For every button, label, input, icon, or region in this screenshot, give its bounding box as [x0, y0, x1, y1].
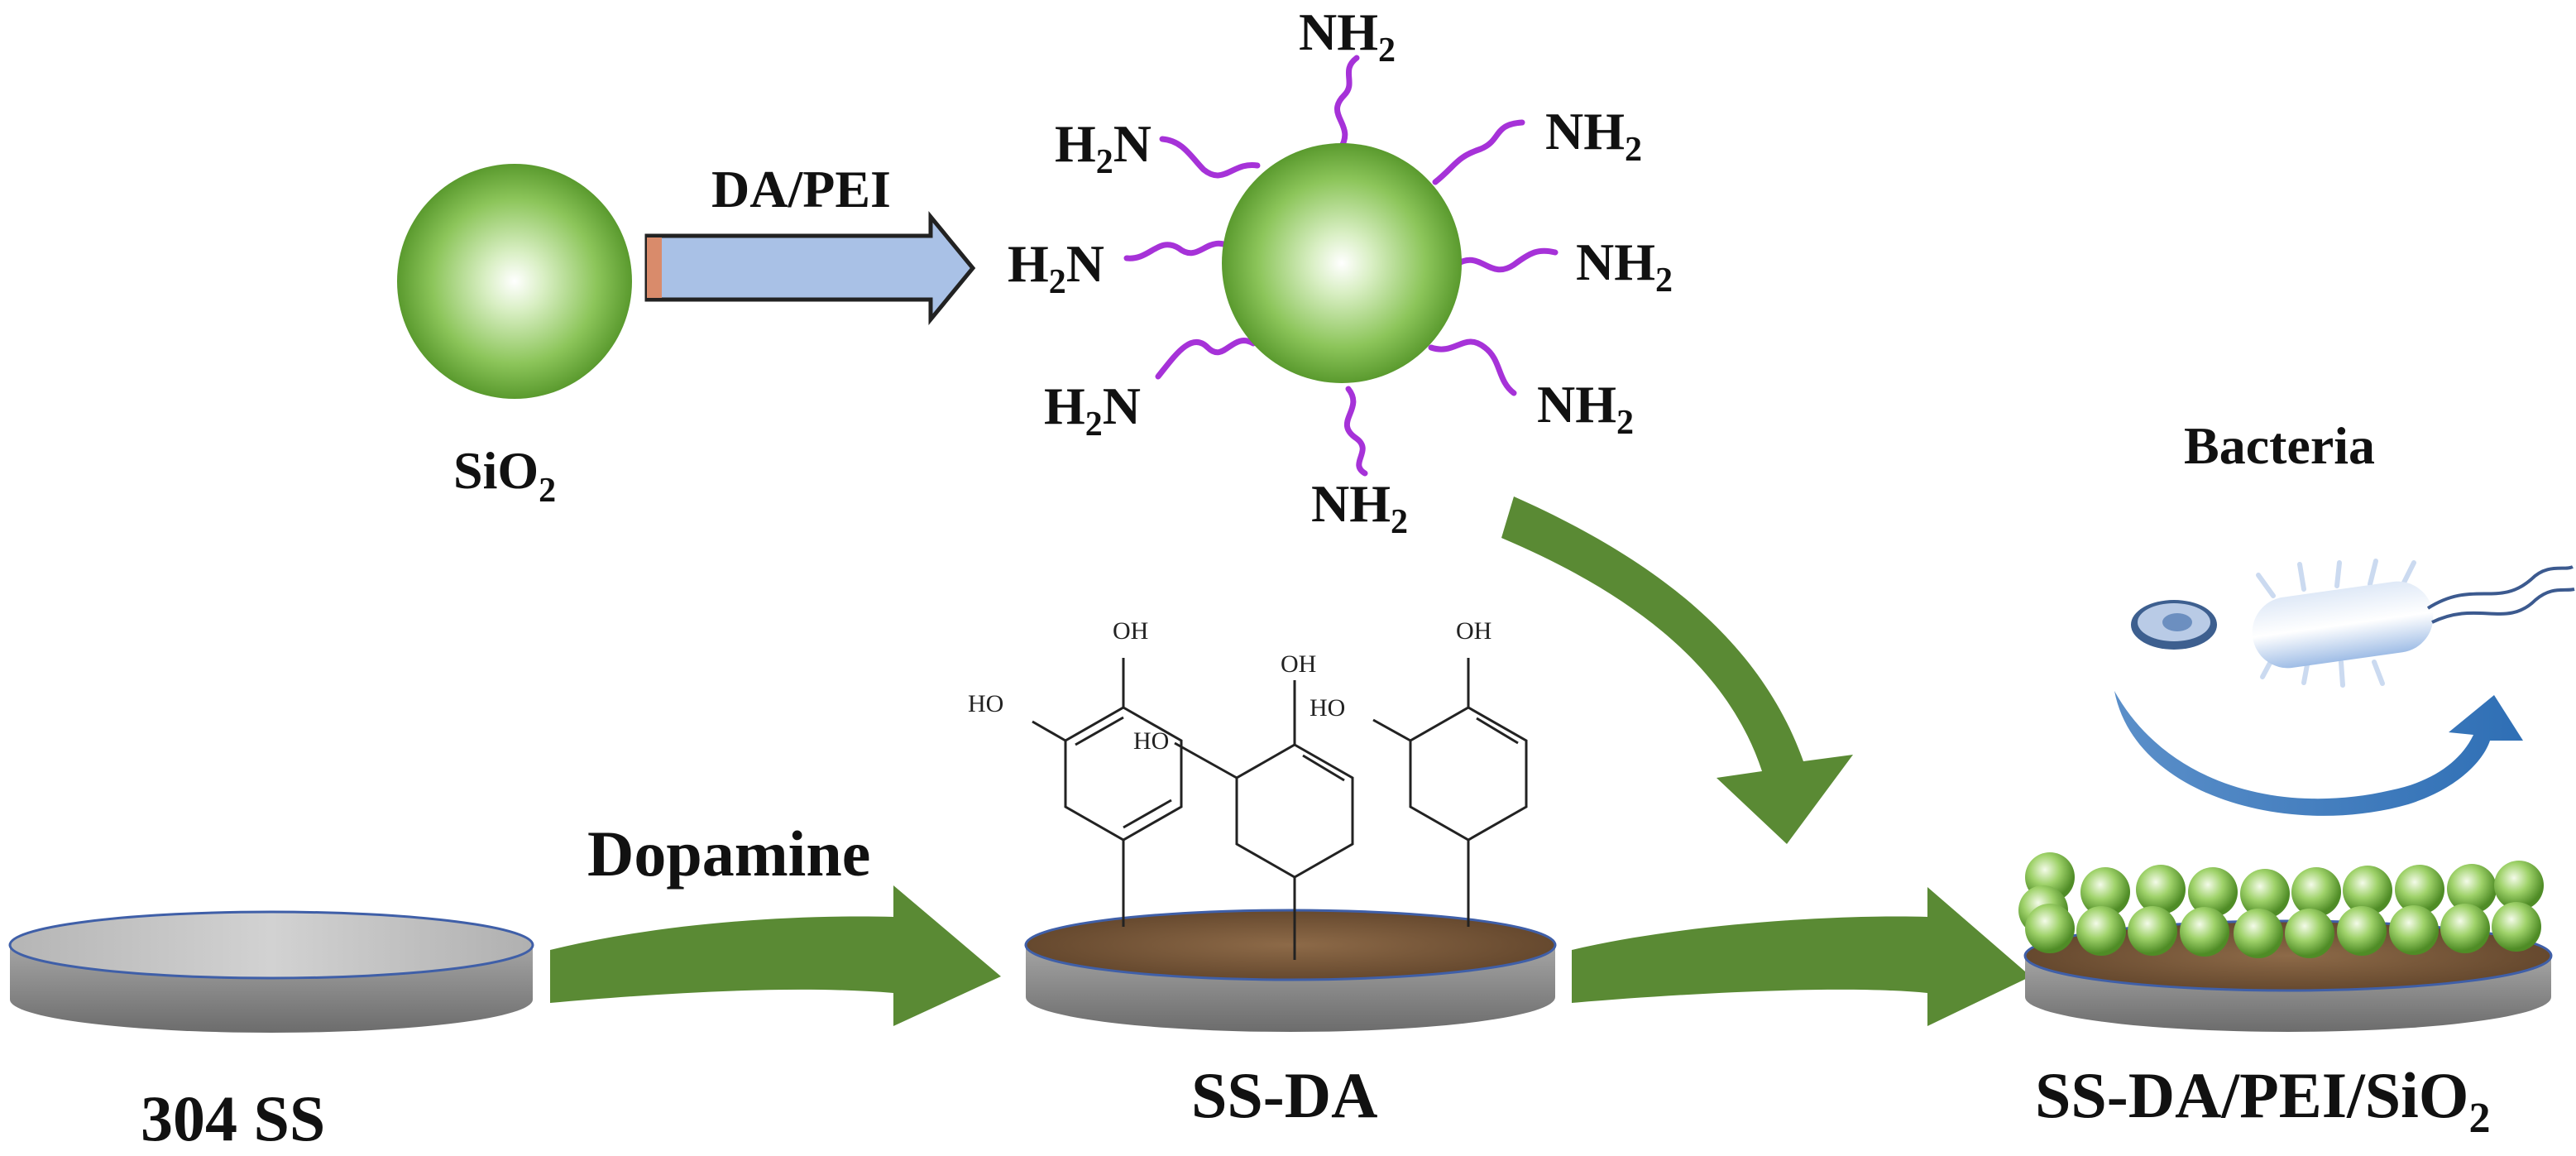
modified-sphere-icon: [1222, 143, 1462, 383]
da-pei-arrow: [644, 211, 976, 325]
coating-arrow-down: [1501, 496, 1853, 844]
nh2-lower-right: NH2: [1537, 375, 1634, 442]
oh-label-3: OH: [1456, 617, 1491, 645]
nh2-top: NH2: [1299, 2, 1396, 70]
dopamine-arrow: [550, 885, 1001, 1026]
oh-label-2: OH: [1281, 650, 1316, 678]
coating-arrow-right: [1572, 887, 2031, 1026]
silica-sphere-icon: [397, 164, 632, 399]
nh2-right: NH2: [1576, 233, 1673, 300]
h2n-upper-left: H2N: [1055, 114, 1152, 181]
oh-label-1: OH: [1113, 617, 1148, 645]
substrate-label-final: SS-DA/PEI/SiO2: [2035, 1059, 2490, 1142]
substrate-label-304ss: 304 SS: [141, 1082, 325, 1152]
dopamine-label: Dopamine: [587, 818, 870, 890]
bacteria-label: Bacteria: [2184, 416, 2375, 475]
h2n-left: H2N: [1008, 234, 1104, 301]
nh2-upper-right: NH2: [1545, 102, 1642, 169]
curved-repel-arrow-icon: [2114, 691, 2523, 816]
h2n-lower-left: H2N: [1044, 377, 1141, 444]
spore-cell-icon: [2131, 600, 2217, 650]
nh2-bottom: NH2: [1311, 474, 1408, 541]
functionalized-sphere: [1123, 55, 1559, 477]
da-pei-label: DA/PEI: [711, 160, 891, 218]
ho-label-2: HO: [1133, 727, 1169, 755]
ho-label-1: HO: [968, 690, 1003, 717]
sio2-label: SiO2: [453, 441, 556, 510]
rod-bacterium-icon: [2252, 559, 2575, 688]
dopamine-molecules: [1032, 658, 1528, 960]
ho-label-3: HO: [1310, 694, 1345, 722]
pei-chains: [1123, 55, 1559, 477]
disk-304ss: [8, 910, 534, 1033]
disk-ss-da: [1024, 909, 1557, 1032]
sio2-particle-layer: [2018, 852, 2544, 958]
substrate-label-ss-da: SS-DA: [1191, 1059, 1377, 1131]
